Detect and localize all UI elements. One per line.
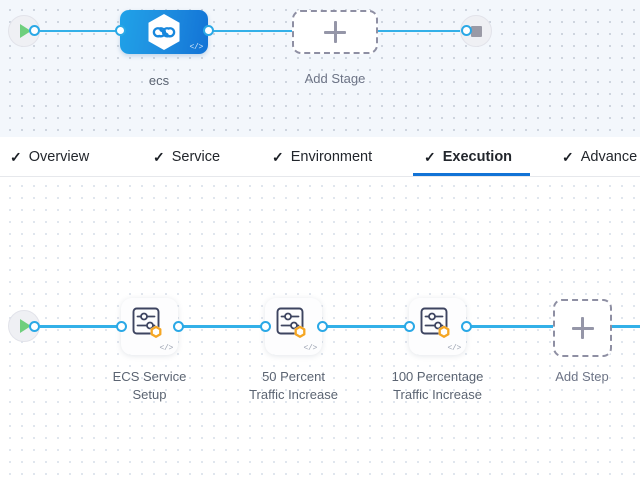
step3-label: 100 Percentage Traffic Increase (372, 368, 503, 404)
orange-hexagon-badge (438, 325, 450, 339)
orange-hexagon-badge (150, 325, 162, 339)
check-icon: ✓ (424, 149, 436, 165)
play-icon (20, 24, 31, 38)
step3-label-line2: Traffic Increase (393, 387, 482, 402)
step-code-badge: </> (447, 344, 461, 353)
step2-label-line1: 50 Percent (262, 369, 325, 384)
ecs-hexagon-icon (148, 14, 180, 50)
play-icon (20, 319, 31, 333)
step3-output-port[interactable] (461, 321, 472, 332)
step2-input-port[interactable] (260, 321, 271, 332)
step3-input-port[interactable] (404, 321, 415, 332)
tab-overview-label: Overview (28, 149, 90, 165)
step3-label-line1: 100 Percentage (391, 369, 484, 384)
check-icon: ✓ (562, 149, 574, 165)
step1-output-port[interactable] (173, 321, 184, 332)
step-wire-step1-to-step2 (178, 325, 271, 328)
stage-wire-addstage-to-end (378, 30, 466, 32)
add-stage-button[interactable] (292, 10, 378, 54)
tab-service-label: Service (171, 149, 221, 165)
step-wire-addstep-trailing (610, 325, 640, 328)
step1-label-line2: Setup (132, 387, 167, 402)
stage-end-input-port[interactable] (461, 25, 472, 36)
tab-environment[interactable]: ✓ Environment (272, 137, 372, 177)
tab-execution-label: Execution (442, 149, 513, 165)
settings-sliders-icon (420, 307, 450, 339)
stage-wire-ecs-to-addstage (206, 30, 292, 32)
step2-label-line2: Traffic Increase (249, 387, 338, 402)
step2-output-port[interactable] (317, 321, 328, 332)
tab-execution[interactable]: ✓ Execution (424, 137, 512, 177)
step-wire-start-to-step1 (34, 325, 127, 328)
stage-ecs-output-port[interactable] (203, 25, 214, 36)
step2-label: 50 Percent Traffic Increase (228, 368, 359, 404)
stage-code-badge: </> (189, 43, 203, 52)
plus-icon (571, 317, 594, 339)
step-start-output-port[interactable] (29, 321, 40, 332)
check-icon: ✓ (10, 149, 22, 165)
execution-step-canvas[interactable]: </> ECS Service Setup (0, 178, 640, 480)
tab-overview[interactable]: ✓ Overview (10, 137, 89, 177)
step1-label-line1: ECS Service (112, 369, 187, 384)
check-icon: ✓ (153, 149, 165, 165)
tab-environment-label: Environment (290, 149, 373, 165)
check-icon: ✓ (272, 149, 284, 165)
stop-icon (470, 25, 482, 37)
step-wire-step3-to-addstep (466, 325, 557, 328)
step-card-ecs-service-setup[interactable]: </> (121, 298, 178, 355)
step-card-50-percent-traffic-increase[interactable]: </> (265, 298, 322, 355)
settings-sliders-icon (276, 307, 306, 339)
plus-icon (324, 21, 346, 43)
step1-input-port[interactable] (116, 321, 127, 332)
step1-label: ECS Service Setup (84, 368, 215, 404)
add-stage-label: Add Stage (304, 71, 366, 86)
stage-start-output-port[interactable] (29, 25, 40, 36)
stage-wire-start-to-ecs (34, 30, 124, 32)
stage-ecs-input-port[interactable] (115, 25, 126, 36)
step-code-badge: </> (303, 344, 317, 353)
tab-advanced-label: Advance (580, 149, 638, 165)
section-tabbar[interactable]: ✓ Overview ✓ Service ✓ Environment ✓ Exe… (0, 137, 640, 177)
tab-service[interactable]: ✓ Service (153, 137, 220, 177)
add-step-button[interactable] (553, 299, 612, 357)
stage-canvas[interactable]: </> ecs Add Stage (0, 0, 640, 137)
tab-advanced[interactable]: ✓ Advance (562, 137, 637, 177)
add-step-label: Add Step (555, 369, 609, 384)
step-card-100-percentage-traffic-increase[interactable]: </> (409, 298, 466, 355)
step-wire-step2-to-step3 (322, 325, 415, 328)
tab-active-underline (413, 173, 530, 176)
stage-node-ecs[interactable]: </> (120, 10, 208, 54)
step-code-badge: </> (159, 344, 173, 353)
stage-ecs-label: ecs (148, 73, 170, 88)
orange-hexagon-badge (294, 325, 306, 339)
settings-sliders-icon (132, 307, 162, 339)
